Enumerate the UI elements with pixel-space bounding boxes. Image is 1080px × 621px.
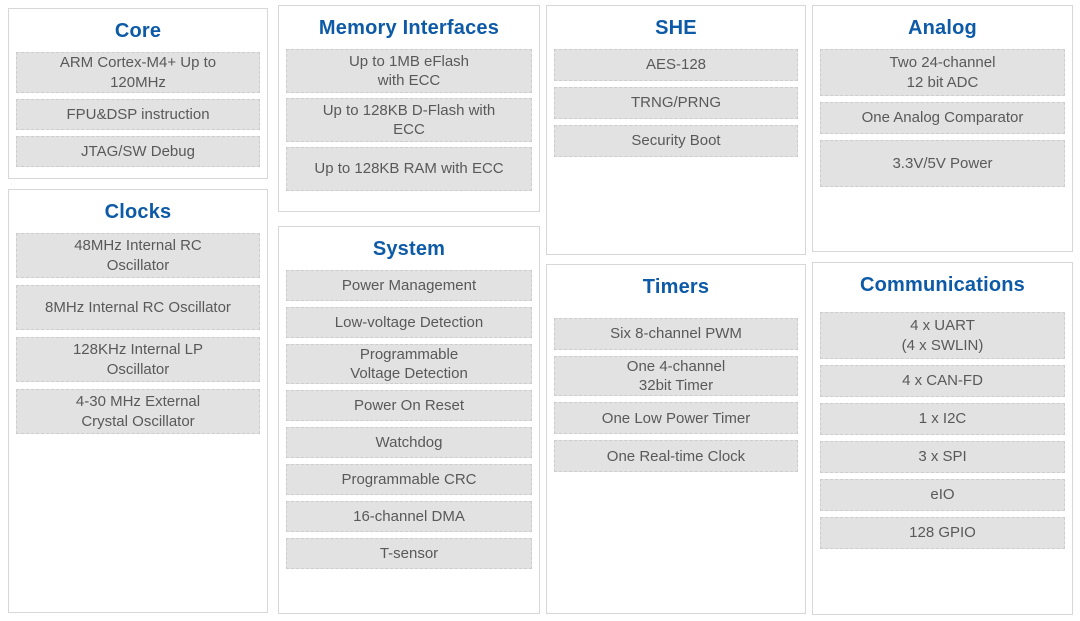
group-items-clocks: 48MHz Internal RC Oscillator 8MHz Intern… [16,233,260,434]
group-box-analog: Analog Two 24-channel 12 bit ADC One Ana… [812,5,1073,252]
group-box-she: SHE AES-128 TRNG/PRNG Security Boot [546,5,806,255]
feature-item: Two 24-channel 12 bit ADC [820,49,1065,96]
group-items-she: AES-128 TRNG/PRNG Security Boot [554,49,798,157]
feature-item: Up to 1MB eFlash with ECC [286,49,532,93]
feature-item: 128KHz Internal LP Oscillator [16,337,260,382]
feature-item: 4 x CAN-FD [820,365,1065,397]
group-items-system: Power Management Low-voltage Detection P… [286,270,532,570]
group-items-analog: Two 24-channel 12 bit ADC One Analog Com… [820,49,1065,187]
group-items-communications: 4 x UART (4 x SWLIN) 4 x CAN-FD 1 x I2C … [820,312,1065,549]
group-title-memory-interfaces: Memory Interfaces [318,17,500,39]
group-items-timers: Six 8-channel PWM One 4-channel 32bit Ti… [554,318,798,473]
feature-item: Up to 128KB RAM with ECC [286,147,532,191]
feature-item: One Low Power Timer [554,402,798,435]
feature-item: Programmable Voltage Detection [286,344,532,385]
group-box-system: System Power Management Low-voltage Dete… [278,226,540,614]
feature-item: Programmable CRC [286,464,532,496]
group-box-core: Core ARM Cortex-M4+ Up to 120MHz FPU&DSP… [8,8,268,179]
feature-item: 3 x SPI [820,441,1065,473]
feature-item: AES-128 [554,49,798,81]
group-items-core: ARM Cortex-M4+ Up to 120MHz FPU&DSP inst… [16,52,260,167]
feature-item: Up to 128KB D-Flash with ECC [286,98,532,142]
feature-item: One Analog Comparator [820,102,1065,134]
feature-item: 16-channel DMA [286,501,532,533]
group-title-system: System [372,238,446,260]
feature-item: Power On Reset [286,390,532,422]
group-items-memory-interfaces: Up to 1MB eFlash with ECC Up to 128KB D-… [286,49,532,191]
feature-item: 4-30 MHz External Crystal Oscillator [16,389,260,434]
feature-item: 3.3V/5V Power [820,140,1065,187]
feature-item: FPU&DSP instruction [16,99,260,130]
group-title-core: Core [114,20,162,42]
feature-item: 8MHz Internal RC Oscillator [16,285,260,330]
group-box-memory-interfaces: Memory Interfaces Up to 1MB eFlash with … [278,5,540,212]
group-title-clocks: Clocks [104,201,172,223]
feature-item: TRNG/PRNG [554,87,798,119]
feature-item: Watchdog [286,427,532,459]
feature-item: Power Management [286,270,532,301]
feature-item: Security Boot [554,125,798,157]
feature-item: One 4-channel 32bit Timer [554,356,798,397]
feature-item: eIO [820,479,1065,511]
feature-item: ARM Cortex-M4+ Up to 120MHz [16,52,260,93]
group-title-she: SHE [655,17,697,39]
feature-item: 4 x UART (4 x SWLIN) [820,312,1065,359]
feature-item: JTAG/SW Debug [16,136,260,167]
group-box-clocks: Clocks 48MHz Internal RC Oscillator 8MHz… [8,189,268,613]
feature-item: 48MHz Internal RC Oscillator [16,233,260,278]
group-title-communications: Communications [859,274,1026,296]
feature-item: Low-voltage Detection [286,307,532,338]
group-title-analog: Analog [908,17,977,39]
feature-item: Six 8-channel PWM [554,318,798,350]
feature-item: 128 GPIO [820,517,1065,549]
feature-item: 1 x I2C [820,403,1065,435]
group-title-timers: Timers [642,276,710,298]
feature-item: One Real-time Clock [554,440,798,473]
feature-item: T-sensor [286,538,532,570]
group-box-timers: Timers Six 8-channel PWM One 4-channel 3… [546,264,806,614]
group-box-communications: Communications 4 x UART (4 x SWLIN) 4 x … [812,262,1073,615]
